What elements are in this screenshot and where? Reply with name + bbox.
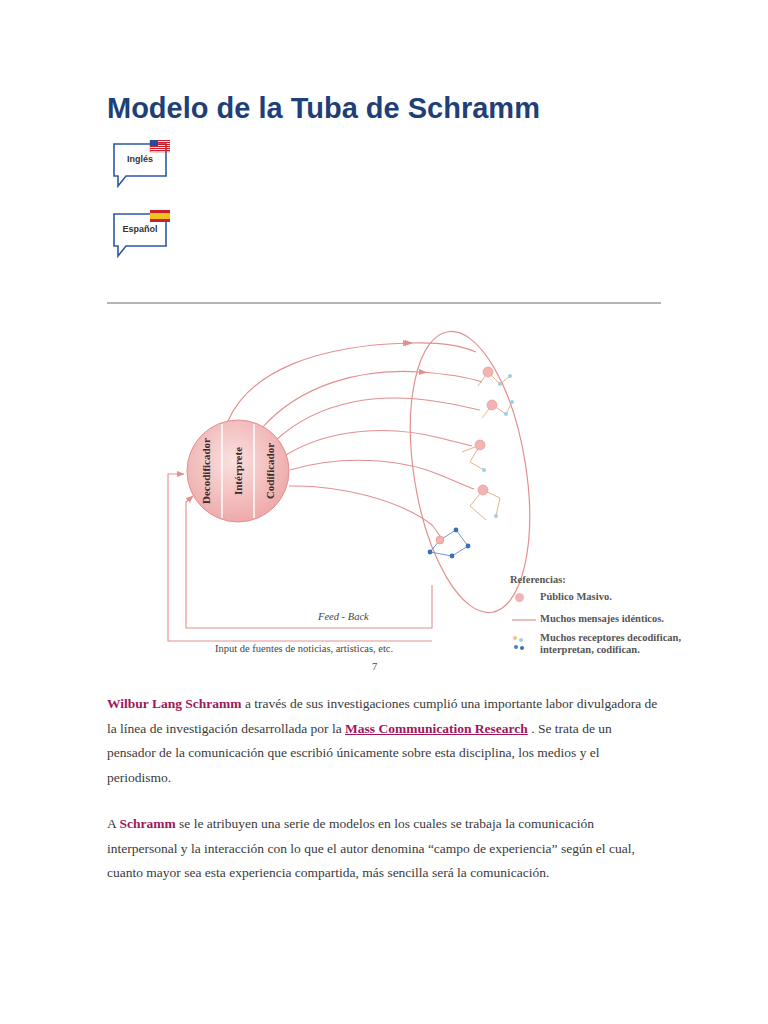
legend-line-sample [512, 619, 536, 620]
legend-text: Muchos receptores decodifican, interpret… [540, 632, 718, 656]
legend-receiver-sample [513, 636, 524, 650]
legend-swatch [515, 593, 524, 602]
body-text: A [107, 816, 116, 831]
bubble-label: Inglés [112, 140, 168, 164]
bubble-label: Español [112, 210, 168, 234]
diagram-label: Feed - Back [318, 611, 369, 622]
divider [253, 424, 255, 518]
legend-heading: Referencias: [510, 574, 566, 585]
flag-canton [150, 140, 158, 146]
flag-yellow [150, 213, 170, 219]
divider [221, 424, 223, 518]
flag-icon [150, 140, 170, 152]
legend-text: Público Masivo. [540, 591, 612, 602]
separator-rule [107, 302, 661, 304]
link-text: Mass Communication Research [345, 721, 528, 736]
flag-icon [150, 210, 170, 222]
flag-red [150, 210, 170, 222]
node-shape [112, 140, 170, 188]
author-name: Wilbur Lang Schramm [107, 696, 242, 711]
coder-circle: Decodificador Intérprete Codificador [186, 419, 290, 523]
page-number: 7 [372, 661, 377, 672]
body-paragraph: A Schramm se le atribuyen una serie de m… [107, 812, 663, 886]
diagram-label: Input de fuentes de noticias, artísticas… [215, 643, 393, 654]
author-name: Schramm [119, 816, 175, 831]
page-title: Modelo de la Tuba de Schramm [107, 92, 540, 125]
flag-border [150, 140, 170, 152]
flag-stripe [150, 146, 170, 147]
circle-label: Decodificador [200, 438, 212, 504]
legend-text: Muchos mensajes idénticos. [540, 613, 664, 624]
body-paragraph: Wilbur Lang Schramm a través de sus inve… [107, 692, 663, 790]
circle-label: Codificador [264, 443, 276, 499]
body-text: se le atribuyen una serie de modelos en … [107, 816, 635, 880]
flag-stripe [150, 148, 170, 149]
node-shape [112, 210, 170, 258]
circle-outline [187, 420, 289, 522]
flag-stripe [150, 150, 170, 151]
receiver-dots [428, 367, 514, 558]
circle-label: Intérprete [232, 447, 244, 495]
language-bubble: Español [112, 210, 170, 258]
language-bubble: Inglés [112, 140, 170, 188]
